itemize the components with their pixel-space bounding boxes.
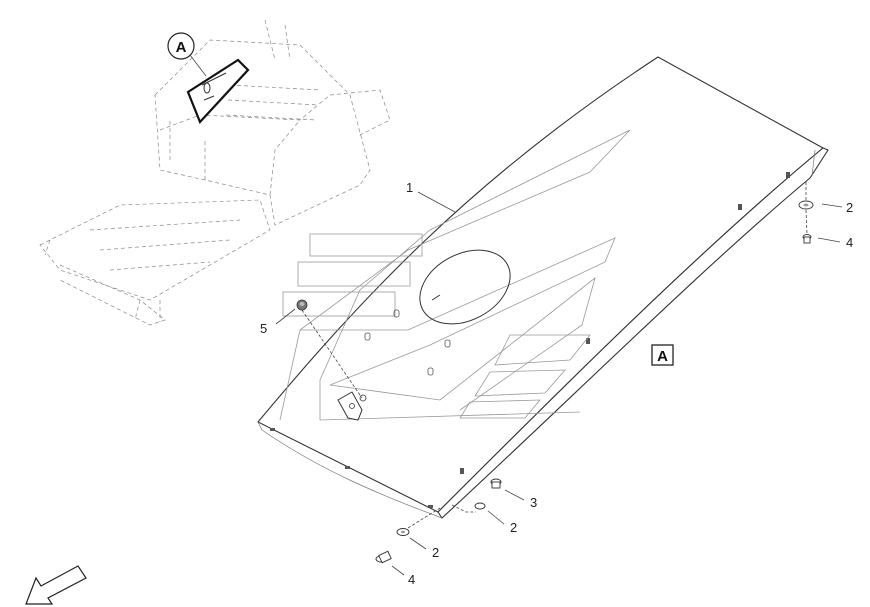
pin-part-3 <box>490 478 502 489</box>
view-callout-letter: A <box>176 39 187 56</box>
highlighted-panel <box>186 58 250 125</box>
arrow-icon <box>25 565 87 605</box>
panel-slots <box>270 172 790 508</box>
view-label-letter: A <box>657 348 668 365</box>
grommet-part-5 <box>296 299 308 311</box>
hinge-bracket <box>337 391 363 421</box>
view-callout-circle <box>167 32 195 60</box>
callout-2-bottom: 2 <box>432 545 439 560</box>
washer-bottom-right <box>474 502 486 510</box>
washer-bottom <box>396 528 410 536</box>
bolt-right <box>802 234 812 244</box>
detail-ellipse <box>419 249 511 325</box>
hood-panel <box>257 56 829 519</box>
bolt-bottom <box>375 550 392 564</box>
decal-graphic <box>279 129 631 421</box>
washer-right <box>798 200 814 210</box>
callout-4-bottom: 4 <box>408 572 415 587</box>
callout-1: 1 <box>406 180 413 195</box>
view-label-box: A <box>651 344 674 366</box>
callout-2-right: 2 <box>846 200 853 215</box>
callout-4-right: 4 <box>846 235 853 250</box>
callout-2-bottom-right: 2 <box>510 520 517 535</box>
callout-5: 5 <box>260 321 267 336</box>
machine-overview: A <box>39 19 391 326</box>
callout-3: 3 <box>530 495 537 510</box>
